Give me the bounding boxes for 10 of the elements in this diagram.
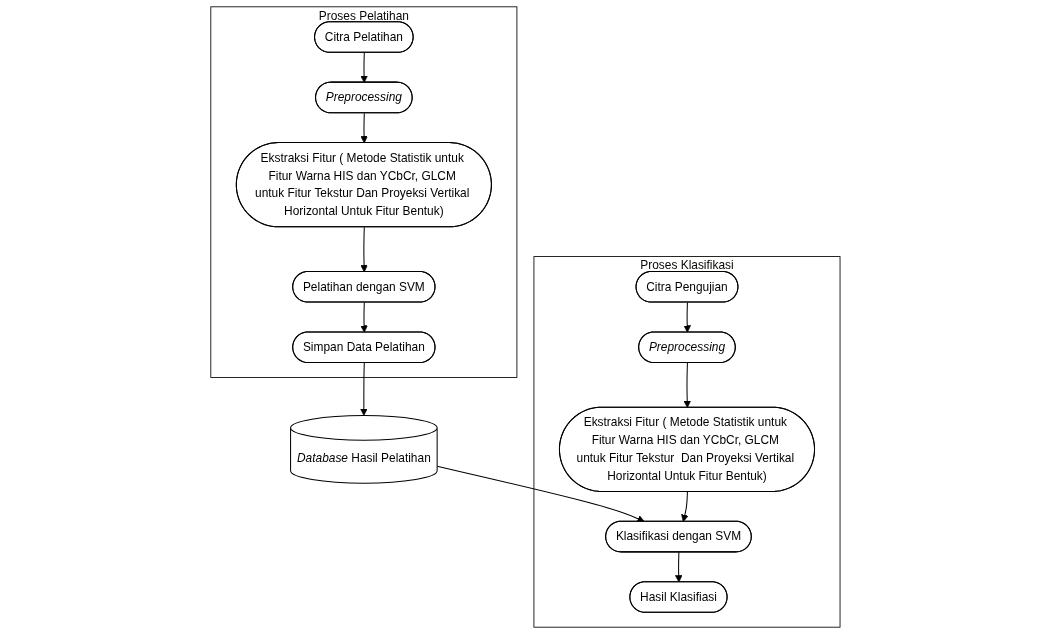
arrow: [360, 302, 368, 333]
arrow: [683, 302, 692, 333]
arrow: [360, 226, 368, 273]
arrow: [681, 491, 689, 522]
arrow: [675, 551, 683, 583]
arrow: [360, 52, 368, 83]
arrow: [436, 465, 645, 523]
arrow: [360, 362, 368, 416]
arrow: [360, 112, 368, 144]
arrow: [683, 362, 692, 408]
